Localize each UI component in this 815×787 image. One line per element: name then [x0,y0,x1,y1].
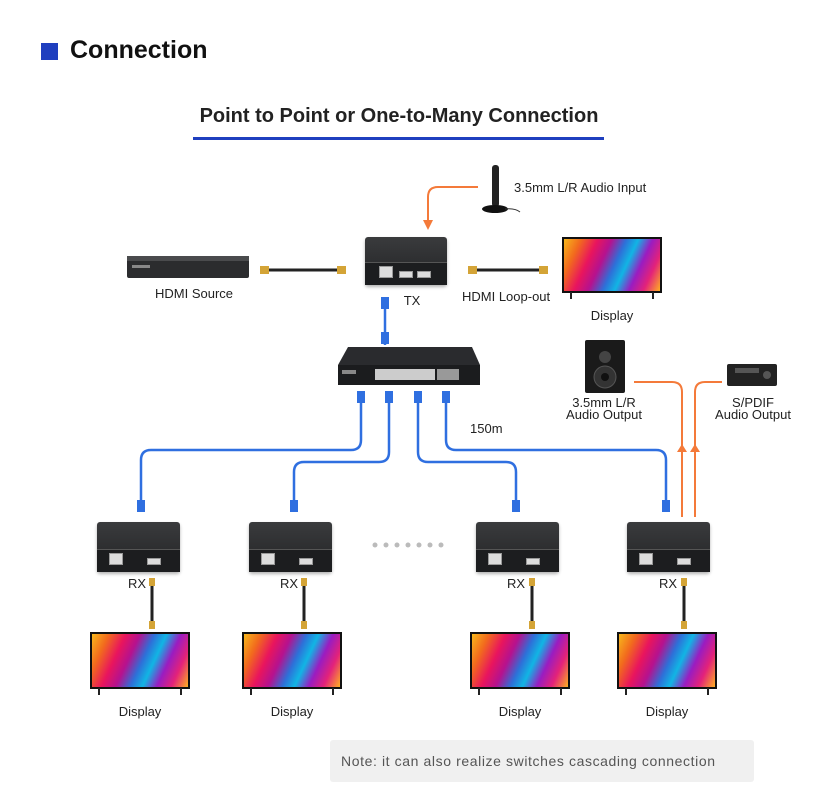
audio-input-line [427,186,478,224]
spdif-line [694,381,722,517]
display-label: Display [645,704,689,719]
rx-extender [627,522,710,572]
note-text: Note: it can also realize switches casca… [341,753,716,769]
display [470,632,570,695]
av-receiver-icon [727,364,777,386]
hdmi-loopout-label: HDMI Loop-out [462,289,551,304]
tx-label: TX [403,293,421,308]
rx-label: RX [506,576,526,591]
rx-extender [476,522,559,572]
page-title: Connection [70,36,208,64]
note-box: Note: it can also realize switches casca… [330,740,754,782]
display [617,632,717,695]
display-label: Display [270,704,314,719]
display [242,632,342,695]
audio-lines [427,186,722,517]
audio-output-label-line1: 3.5mm L/R [572,395,636,410]
audio-output-line [634,381,683,517]
display-label: Display [118,704,162,719]
display [90,632,190,695]
tx-extender [365,237,447,285]
more-receivers-dots [372,542,444,548]
hdmi-plug-icons [149,266,687,629]
rx-label: RX [279,576,299,591]
rx-label: RX [127,576,147,591]
rx-extender [249,522,332,572]
audio-output-label-line2: Audio Output [566,407,642,422]
distance-label: 150m [470,421,503,436]
antenna-icon [482,165,521,213]
hdmi-cables [150,268,686,622]
subtitle-underline [193,137,604,140]
section-marker-icon [41,43,58,60]
display-loopout-label: Display [590,308,634,323]
diagram-subtitle: Point to Point or One-to-Many Connection [199,105,599,127]
spdif-label-line1: S/PDIF [732,395,774,410]
arrow-icons [423,220,700,452]
rx-label: RX [658,576,678,591]
display-loopout [562,237,662,299]
network-switch-icon [338,347,480,385]
display-label: Display [498,704,542,719]
audio-input-label: 3.5mm L/R Audio Input [514,180,647,195]
spdif-label-line2: Audio Output [715,407,791,422]
rj45-connector-icons [137,297,670,512]
speaker-icon [585,340,625,393]
hdmi-source-label: HDMI Source [155,286,234,301]
blu-ray-player-icon [127,256,249,278]
rx-extender [97,522,180,572]
